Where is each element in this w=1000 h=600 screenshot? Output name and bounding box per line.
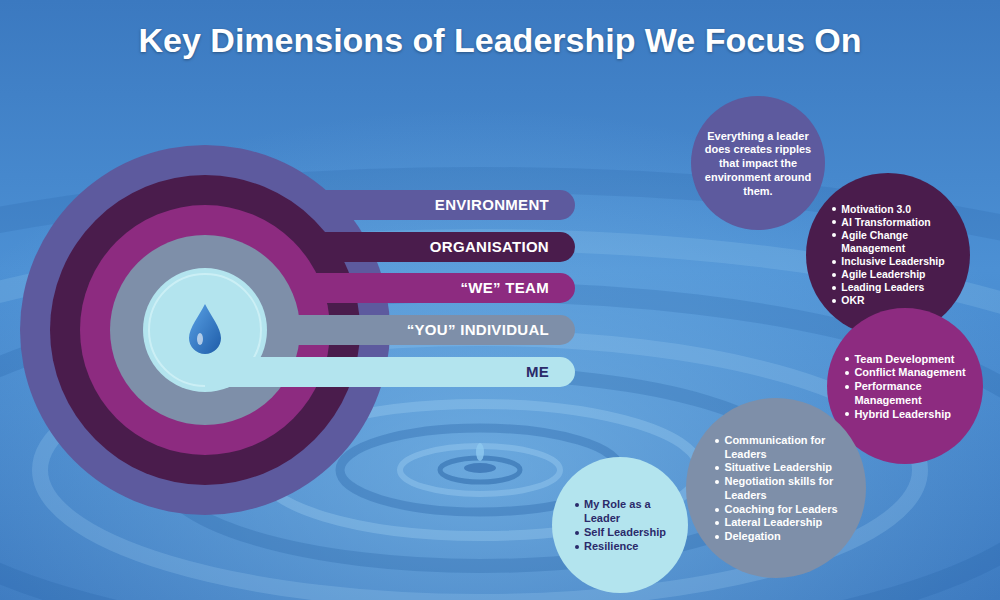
circle-text-block: Motivation 3.0AI TransformationAgile Cha… [831,203,959,308]
topic-item: Self Leadership [574,526,666,540]
circle-text-block: Everything a leader does creates ripples… [702,130,814,199]
dimension-label: ME [526,363,549,381]
topic-item: Negotiation skills for Leaders [714,475,852,503]
topic-item: Leading Leaders [831,281,959,294]
topic-circle: My Role as a LeaderSelf LeadershipResili… [552,457,688,593]
circle-text-block: Team DevelopmentConflict ManagementPerfo… [844,353,972,422]
topic-item: My Role as a Leader [574,498,666,526]
topic-item: Conflict Management [844,366,972,380]
splash-drop [476,443,484,461]
circle-text-block: Communication for LeadersSituative Leade… [714,434,852,544]
topic-item: Delegation [714,530,852,544]
water-drop-icon [180,298,230,358]
topic-item: Lateral Leadership [714,516,852,530]
topic-circle: Everything a leader does creates ripples… [691,96,825,230]
topic-item: Resilience [574,540,666,554]
dimension-label: ENVIRONMENT [435,196,549,214]
topic-circle: Communication for LeadersSituative Leade… [686,398,866,578]
topic-item: Agile Leadership [831,268,959,281]
ripples [0,180,1000,600]
topic-item: Performance Management [844,380,972,408]
topic-item: Coaching for Leaders [714,503,852,517]
topic-item: Team Development [844,353,972,367]
title: Key Dimensions of Leadership We Focus On [0,20,1000,60]
dimension-label: “WE” TEAM [460,279,549,297]
splash [464,463,496,473]
topic-item: Agile Change Management [831,229,959,255]
circle-text-block: My Role as a LeaderSelf LeadershipResili… [574,498,666,553]
dimension-label: ORGANISATION [430,238,549,256]
topic-item: Motivation 3.0 [831,203,959,216]
topic-item: Situative Leadership [714,461,852,475]
topic-item: Communication for Leaders [714,434,852,462]
topic-item: Inclusive Leadership [831,255,959,268]
dimension-band: ME [205,357,575,387]
topic-item: OKR [831,294,959,307]
topic-item: AI Transformation [831,216,959,229]
dimension-label: “YOU” INDIVIDUAL [407,321,549,339]
topic-item: Hybrid Leadership [844,408,972,422]
circle-note: Everything a leader does creates ripples… [702,130,814,199]
